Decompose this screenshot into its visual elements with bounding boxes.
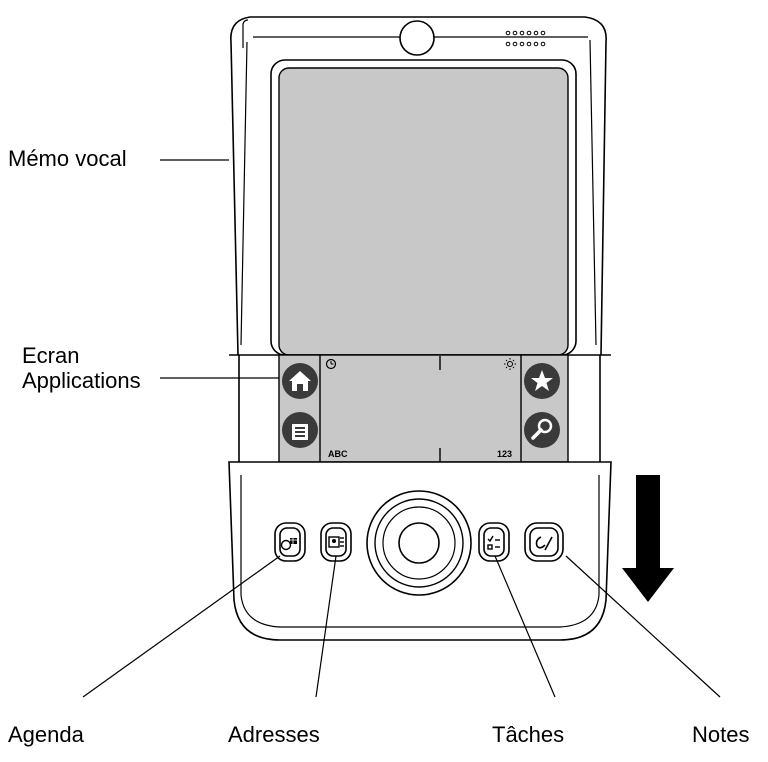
brightness-icon[interactable] xyxy=(504,358,516,370)
notes-icon xyxy=(535,536,553,551)
tasks-button[interactable] xyxy=(478,522,510,562)
camera-lens xyxy=(399,20,435,56)
agenda-button[interactable] xyxy=(274,522,306,562)
star-icon[interactable] xyxy=(524,363,560,399)
callout-voice-memo: Mémo vocal xyxy=(8,146,127,171)
arrow-down-icon xyxy=(622,475,674,602)
callout-agenda: Agenda xyxy=(8,722,84,747)
callout-apps-screen-line2: Applications xyxy=(22,368,141,393)
input-area xyxy=(278,354,569,463)
graffiti-abc-label: ABC xyxy=(328,449,348,459)
calendar-icon xyxy=(280,538,297,551)
callout-apps-screen-line1: Ecran xyxy=(22,343,80,368)
speaker-grille xyxy=(505,30,546,47)
callout-addresses: Adresses xyxy=(228,722,320,747)
home-icon[interactable] xyxy=(282,363,318,399)
tasks-icon xyxy=(487,535,500,550)
callout-tasks: Tâches xyxy=(492,722,565,747)
menu-icon[interactable] xyxy=(282,412,318,448)
callout-notes: Notes xyxy=(692,722,750,747)
main-screen xyxy=(278,67,569,356)
graffiti-123-label: 123 xyxy=(497,449,512,459)
addresses-button[interactable] xyxy=(320,522,352,562)
callout-lines xyxy=(82,159,721,698)
search-icon[interactable] xyxy=(524,412,560,448)
contacts-icon xyxy=(328,536,344,548)
notes-button[interactable] xyxy=(524,522,564,562)
five-way-navigator[interactable] xyxy=(366,490,472,596)
clock-icon[interactable] xyxy=(325,358,337,370)
